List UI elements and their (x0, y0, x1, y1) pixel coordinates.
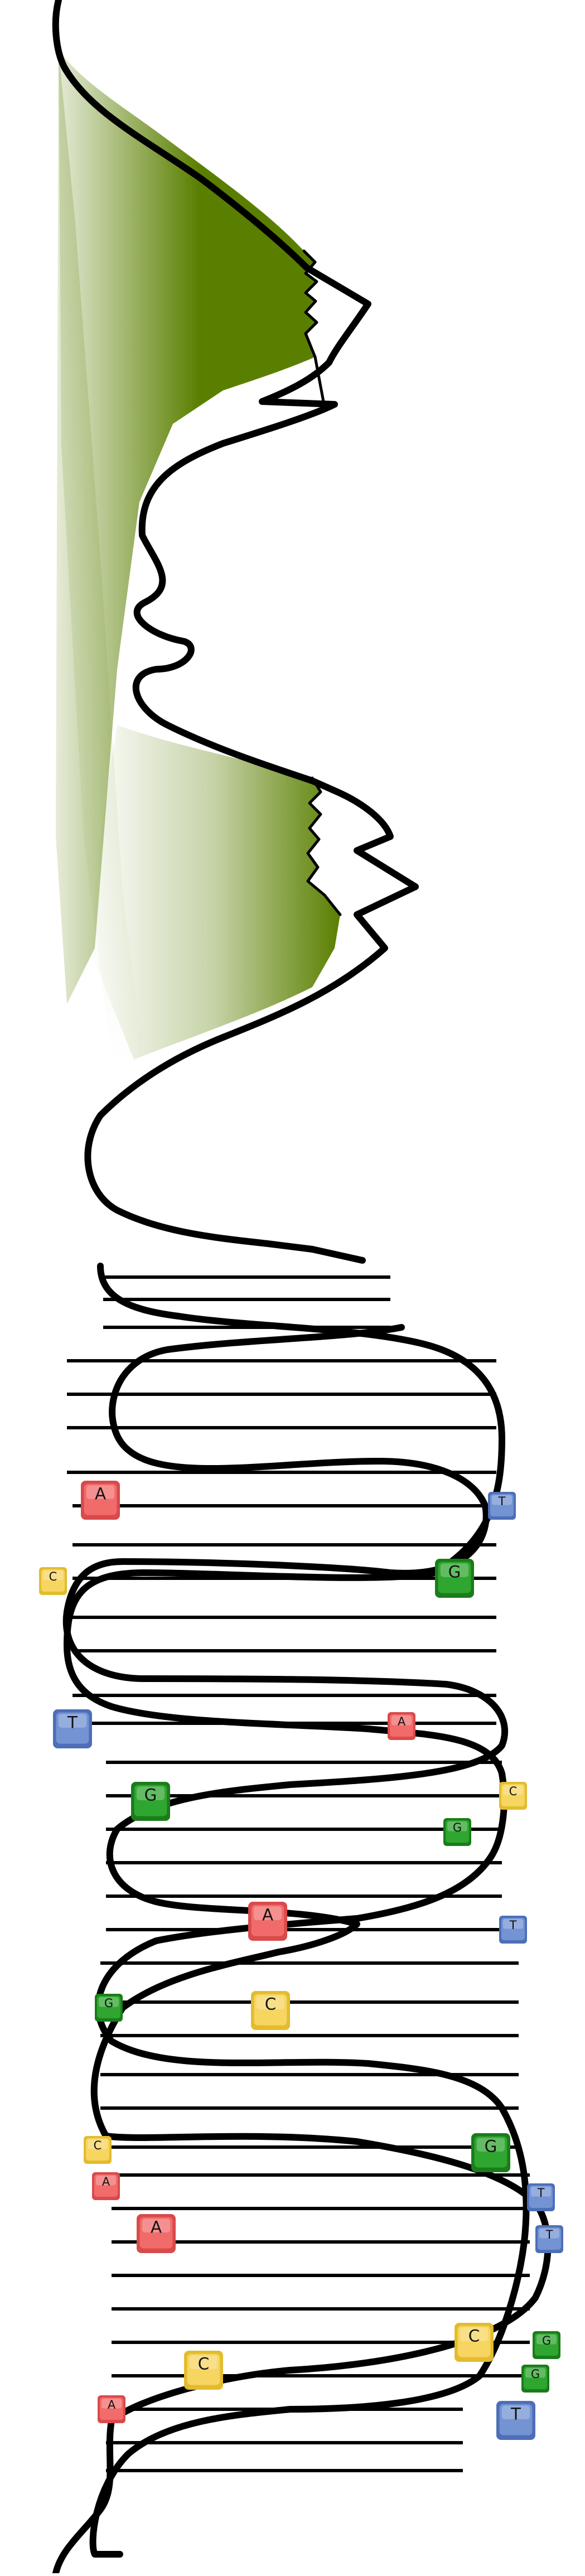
base-letter: G (542, 2334, 551, 2347)
base-letter: A (95, 1485, 106, 1504)
base-letter: G (485, 2137, 497, 2156)
base-letter: G (453, 1821, 462, 1834)
base-letter: G (448, 1563, 461, 1582)
base-letter: A (262, 1906, 273, 1925)
base-block-a: A (98, 2395, 125, 2423)
base-block-c: C (84, 2136, 112, 2164)
base-letter: G (104, 1997, 113, 2010)
tree-outline-zigzag-top (302, 249, 325, 403)
base-block-a: A (388, 1712, 415, 1740)
base-letter: C (468, 2327, 480, 2346)
base-block-g: G (533, 2331, 560, 2359)
tree-outline (52, 0, 419, 1264)
base-block-a: A (92, 2172, 120, 2200)
base-block-a: A (137, 2214, 176, 2253)
base-block-t: T (488, 1492, 516, 1520)
base-letter: C (49, 1570, 57, 1583)
base-letter: T (509, 1918, 517, 1932)
base-block-c: C (184, 2351, 223, 2390)
base-block-g: G (521, 2365, 549, 2393)
base-letter: C (198, 2355, 210, 2374)
base-block-t: T (499, 1916, 527, 1944)
base-letter: A (398, 1715, 406, 1728)
base-letter: T (498, 1495, 506, 1508)
base-letter: C (265, 1995, 277, 2014)
base-block-g: G (95, 1994, 123, 2022)
canopy-upper-foliage (56, 50, 317, 1004)
base-blocks: A T C G T A G C G A T G C C G A T A T C G G C A T (39, 1481, 563, 2440)
base-block-g: G (471, 2133, 510, 2172)
base-block-a: A (81, 1481, 120, 1520)
dna-helix (52, 1263, 552, 2576)
base-letter: T (510, 2405, 521, 2424)
base-block-c: C (39, 1567, 67, 1595)
base-letter: C (509, 1785, 518, 1798)
tree-outline-zigzag-mid (306, 776, 342, 916)
base-block-g: G (443, 1818, 471, 1846)
canopy (56, 50, 340, 1071)
dna-strand (64, 1263, 530, 2558)
base-block-g: G (435, 1559, 474, 1598)
canopy-lower-foliage (89, 725, 340, 1060)
base-letter: T (67, 1713, 78, 1732)
base-letter: G (144, 1786, 157, 1805)
base-letter: A (151, 2218, 162, 2237)
base-block-t: T (53, 1709, 92, 1748)
base-block-g: G (131, 1782, 170, 1821)
base-block-c: C (251, 1991, 290, 2030)
base-letter: G (531, 2367, 540, 2381)
base-letter: A (102, 2175, 110, 2188)
base-block-c: C (499, 1782, 527, 1810)
canopy-left-fade (59, 50, 145, 1071)
base-block-t: T (527, 2183, 555, 2211)
base-block-t: T (535, 2225, 563, 2253)
base-letter: T (537, 2186, 545, 2200)
tree-trunk-outline (52, 0, 419, 1264)
base-block-t: T (496, 2401, 535, 2440)
base-block-a: A (248, 1902, 287, 1941)
base-letter: T (545, 2228, 553, 2241)
dna-strand (52, 1324, 552, 2576)
base-block-c: C (455, 2323, 494, 2362)
base-letter: A (108, 2398, 116, 2411)
base-letter: C (94, 2139, 102, 2152)
